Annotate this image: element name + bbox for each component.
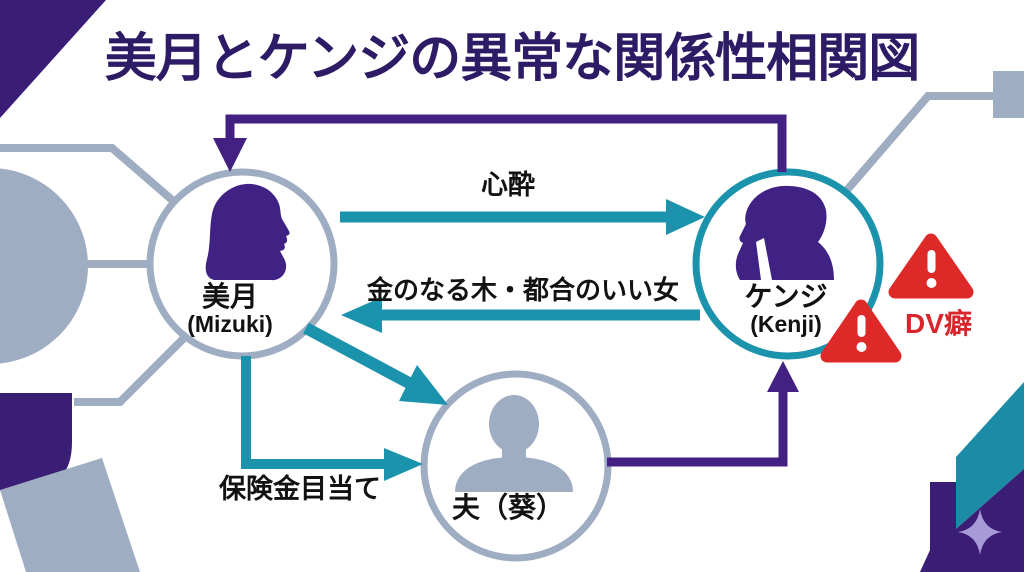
- arrow-kenji-to-mizuki-top: [213, 114, 787, 172]
- corner-triangle-decoration: [0, 0, 106, 118]
- arrow-husband-to-kenji: [607, 361, 799, 467]
- warning-triangle-icon: [888, 233, 974, 299]
- kenji-node-label-ja: ケンジ: [744, 281, 828, 312]
- husband-node-label: 夫（葵）: [451, 492, 564, 523]
- edge-label-money-tree: 金のなる木・都合のいい女: [366, 275, 679, 305]
- purple-corner-decoration: [920, 469, 1024, 572]
- edge-label-insurance: 保険金目当て: [219, 474, 381, 504]
- warning-triangle-icon: [820, 299, 902, 363]
- gray-circle-decoration: [0, 168, 88, 364]
- kenji-node-label-en: (Kenji): [750, 311, 822, 337]
- network-line: [824, 92, 993, 215]
- woman-silhouette-icon: [205, 183, 290, 281]
- dv-habit-label: DV癖: [905, 308, 972, 339]
- mizuki-node-label-en: (Mizuki): [187, 311, 273, 337]
- network-line: [74, 333, 189, 406]
- arrow-kenji-to-mizuki: [341, 297, 700, 333]
- edge-label-devotion: 心酔: [481, 170, 535, 200]
- mizuki-node-label-ja: 美月: [201, 281, 258, 312]
- man-silhouette-icon: [735, 185, 834, 280]
- network-line: [0, 144, 189, 216]
- sparkle-star-icon: [958, 509, 1002, 555]
- person-silhouette-icon: [455, 395, 573, 492]
- network-decoration-right: [824, 71, 1024, 215]
- arrow-mizuki-to-husband-diagonal: [303, 322, 448, 405]
- gray-square-decoration: [993, 71, 1024, 118]
- teal-band-decoration: [956, 382, 1024, 529]
- arrow-mizuki-to-husband-elbow: [241, 356, 423, 481]
- rounded-rect-decoration: [0, 393, 72, 490]
- gray-band-decoration: [0, 458, 140, 572]
- diagram-title: 美月とケンジの異常な関係性相関図: [104, 30, 920, 88]
- arrow-mizuki-to-kenji: [340, 199, 705, 235]
